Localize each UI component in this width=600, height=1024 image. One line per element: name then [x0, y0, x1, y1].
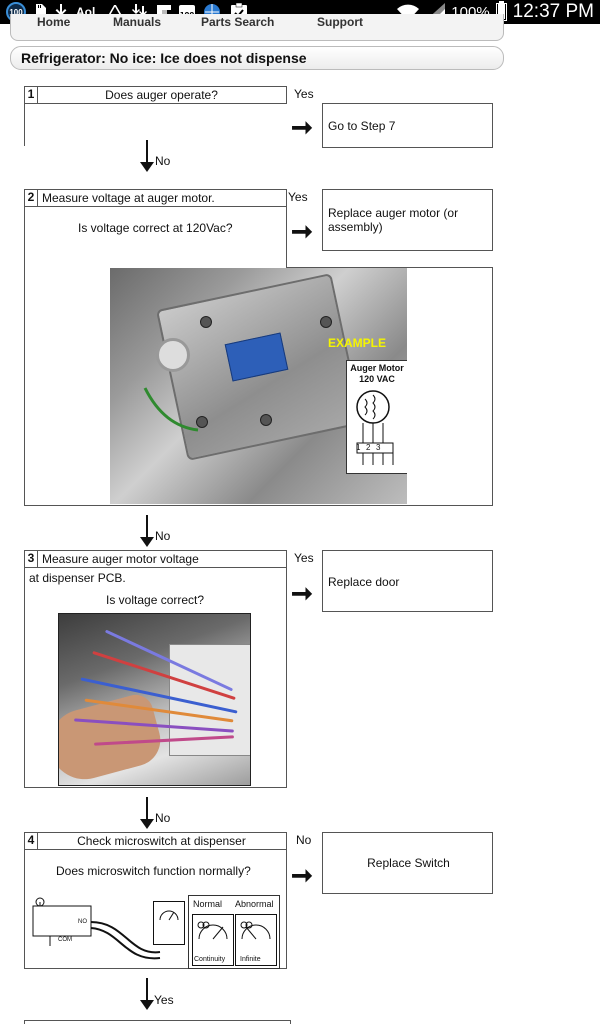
- step-1-result-box: Go to Step 7: [322, 103, 493, 148]
- switch-label-no: NO: [78, 919, 87, 925]
- photo-example-label: EXAMPLE: [328, 336, 387, 350]
- step-2-inner-hline: [286, 267, 493, 268]
- step-2-result: Replace auger motor (or assembly): [328, 206, 459, 234]
- step-1-down-arrow-icon: [140, 140, 154, 172]
- motor-coil-icon: [356, 390, 394, 465]
- wifi-icon: [397, 3, 420, 21]
- step-1-left-border: [24, 104, 25, 146]
- nav-manuals[interactable]: Manuals: [113, 15, 162, 29]
- step-2-header: 2 Measure voltage at auger motor.: [24, 189, 287, 207]
- step-4-result: Replace Switch: [367, 856, 450, 870]
- step-3-down-arrow-icon: [140, 797, 154, 829]
- schematic-title: Auger Motor: [350, 363, 404, 373]
- warning-icon: [106, 5, 123, 19]
- auger-motor-photo: EXAMPLE Auger Motor 120 VAC 1 2 3: [110, 268, 407, 504]
- auger-motor-schematic: Auger Motor 120 VAC 1 2 3: [346, 360, 407, 474]
- step-3-question: Is voltage correct?: [106, 593, 205, 607]
- page-title-bar: Refrigerator: No ice: Ice does not dispe…: [10, 46, 504, 70]
- step-2-down-arrow-icon: [140, 515, 154, 547]
- meter-reading-panel: Normal Abnormal Continuity Infinite: [188, 895, 280, 969]
- meter-value-continuity: Continuity: [194, 956, 226, 963]
- step-4-result-box: Replace Switch: [322, 832, 493, 894]
- step-1-branch-label: Yes: [294, 87, 314, 101]
- step-1-header: 1 Does auger operate?: [24, 86, 287, 104]
- step-2-branch-label: Yes: [288, 190, 308, 204]
- schematic-pin-3: 3: [376, 443, 381, 452]
- step-1-down-label: No: [155, 154, 171, 168]
- step-4-down-label: Yes: [154, 993, 174, 1007]
- step-4-right-arrow-icon: ➞: [291, 860, 313, 890]
- meter-header-normal: Normal: [193, 899, 223, 909]
- step-2-question: Is voltage correct at 120Vac?: [78, 221, 233, 235]
- step-4-instruction: Check microswitch at dispenser: [77, 834, 246, 848]
- schematic-pin-1: 1: [356, 443, 361, 452]
- meter-header-abnormal: Abnormal: [235, 899, 274, 909]
- step-2-right-arrow-icon: ➞: [291, 216, 313, 246]
- step-3-number: 3: [25, 551, 38, 567]
- switch-label-com: COM: [58, 937, 72, 943]
- green-wire-icon: [143, 387, 199, 432]
- step-4-header: 4 Check microswitch at dispenser: [24, 832, 287, 850]
- top-nav: Home Manuals Parts Search Support: [10, 14, 504, 41]
- step-1-question: Does auger operate?: [105, 88, 218, 102]
- step-4-branch-label: No: [296, 833, 312, 847]
- screw-icon: [260, 414, 272, 426]
- step-2-result-box: Replace auger motor (or assembly): [322, 189, 493, 251]
- clock: 12:37 PM: [512, 1, 594, 22]
- screw-icon: [200, 316, 212, 328]
- step-3-result-box: Replace door: [322, 550, 493, 612]
- schematic-pin-2: 2: [366, 443, 371, 452]
- meter-value-infinite: Infinite: [240, 956, 261, 963]
- step-2-down-label: No: [155, 529, 171, 543]
- step-4-down-arrow-icon: [140, 978, 154, 1010]
- step-3-result: Replace door: [328, 575, 400, 589]
- step-1-number: 1: [25, 87, 38, 103]
- step-2-inner-border: [286, 207, 287, 268]
- step-3-branch-label: Yes: [294, 551, 314, 565]
- dispenser-pcb-photo: [58, 613, 251, 786]
- step-4-number: 4: [25, 833, 38, 849]
- schematic-voltage: 120 VAC: [359, 374, 395, 384]
- step-5-header-partial: [24, 1020, 291, 1024]
- nav-home[interactable]: Home: [37, 15, 71, 29]
- step-1-result: Go to Step 7: [328, 119, 396, 133]
- step-2-number: 2: [25, 190, 38, 206]
- step-2-instruction: Measure voltage at auger motor.: [42, 191, 215, 205]
- step-3-header: 3 Measure auger motor voltage: [24, 550, 287, 568]
- motor-shaft: [156, 338, 190, 372]
- meter-abnormal-dial: Infinite: [235, 914, 277, 966]
- step-3-instruction-cont: at dispenser PCB.: [29, 571, 126, 585]
- screw-icon: [196, 416, 208, 428]
- page-title: Refrigerator: No ice: Ice does not dispe…: [21, 50, 307, 66]
- step-1-right-arrow-icon: ➞: [291, 112, 313, 142]
- nav-support[interactable]: Support: [317, 15, 363, 29]
- step-3-instruction: Measure auger motor voltage: [42, 552, 199, 566]
- step-3-right-arrow-icon: ➞: [291, 578, 313, 608]
- step-4-question: Does microswitch function normally?: [56, 864, 251, 878]
- meter-normal-dial: Continuity: [192, 914, 234, 966]
- screw-icon: [320, 316, 332, 328]
- nav-parts-search[interactable]: Parts Search: [201, 15, 275, 29]
- multimeter-icon: [153, 901, 185, 945]
- step-3-down-label: No: [155, 811, 171, 825]
- microswitch-diagram-icon: [32, 897, 161, 960]
